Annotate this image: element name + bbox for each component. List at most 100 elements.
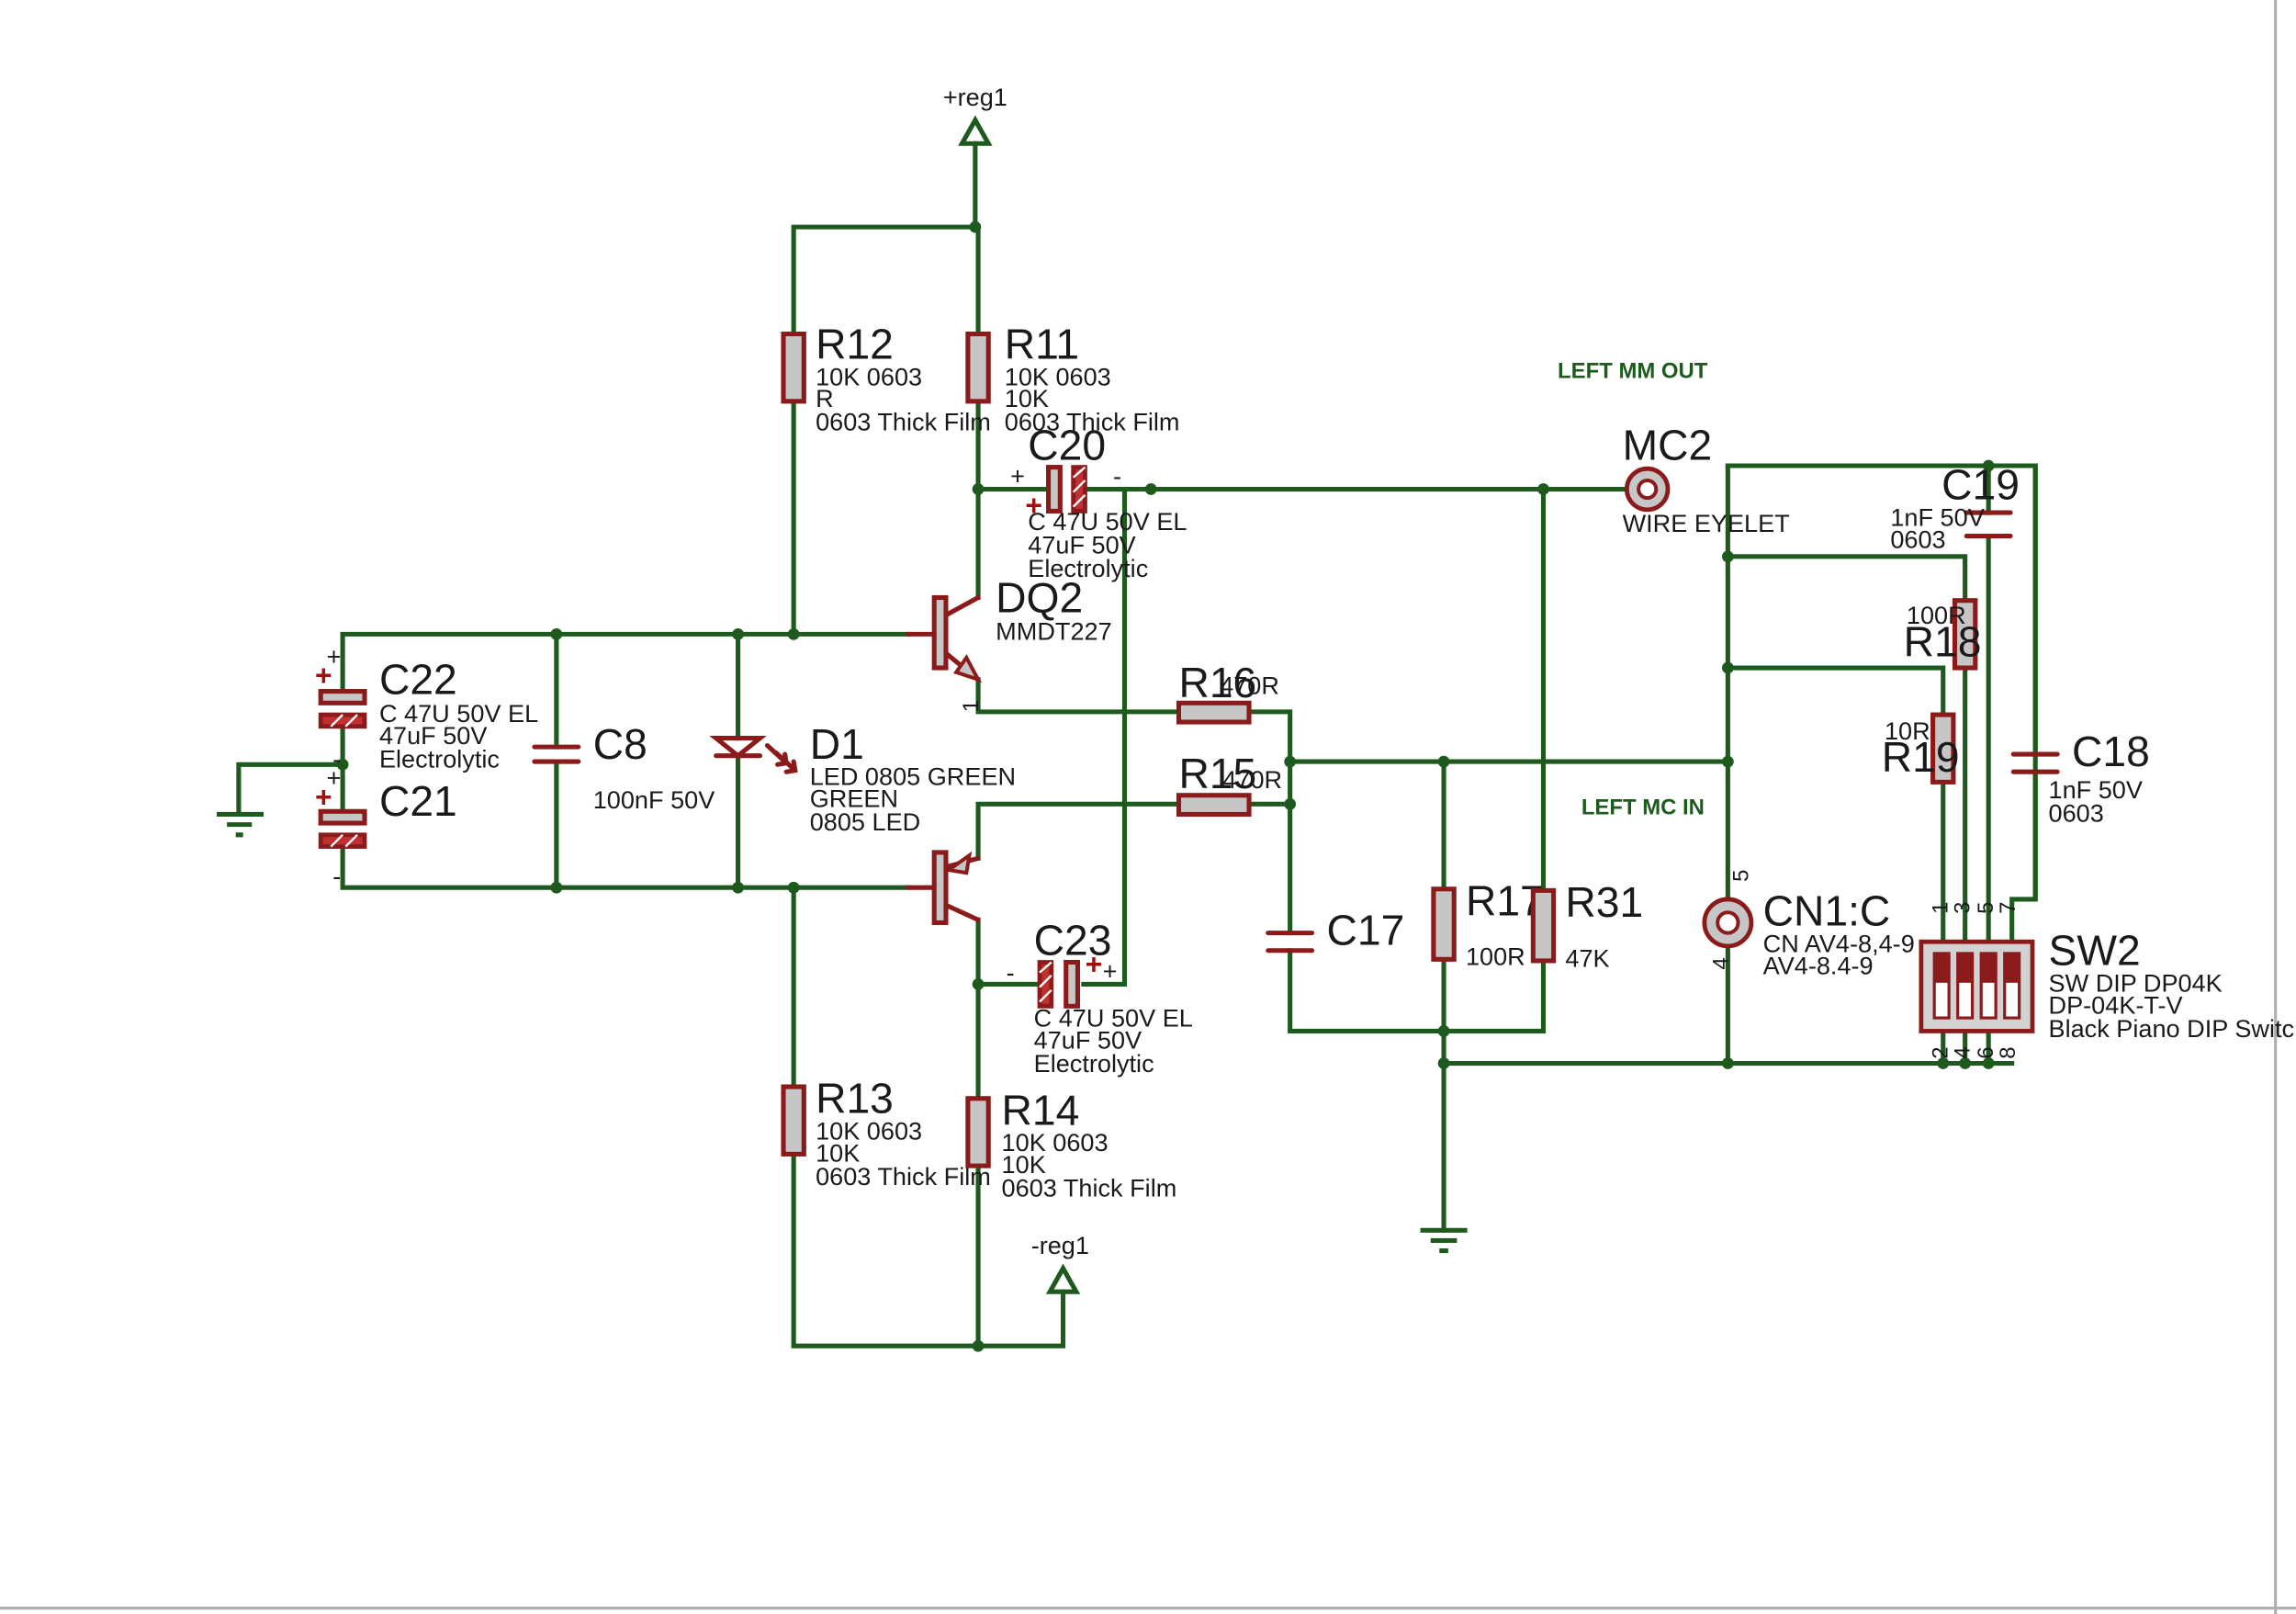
d1-l3: 0805 LED <box>810 807 921 836</box>
r15-value: 470R <box>1222 765 1282 794</box>
led-d1: D1 LED 0805 GREEN GREEN 0805 LED <box>709 720 1016 836</box>
c20-l3: Electrolytic <box>1028 554 1148 582</box>
c23-ref: C23 <box>1034 917 1112 965</box>
r13-ref: R13 <box>816 1075 894 1123</box>
capacitor-c8: C8 100nF 50V <box>532 720 715 814</box>
power-neg-symbol: -reg1 <box>1031 1231 1089 1294</box>
c22-ref: C22 <box>379 656 457 704</box>
c22-plus: + <box>327 642 342 671</box>
cn1-ref: CN1:C <box>1763 887 1891 935</box>
r13-l2: 10K <box>816 1138 860 1167</box>
dq2-pin-label: 1 <box>959 700 984 712</box>
c20-plus-mark: + <box>1025 489 1042 522</box>
capacitor-c22: + + - C22 C 47U 50V EL 47uF 50V Electrol… <box>315 642 538 773</box>
c19-ref: C19 <box>1941 461 2020 509</box>
c19-l2: 0603 <box>1890 525 1945 553</box>
resistor-r11: R11 10K 0603 10K 0603 Thick Film <box>965 321 1180 436</box>
c22-l3: Electrolytic <box>379 744 500 773</box>
r12-l3: 0603 Thick Film <box>816 408 991 436</box>
sw2-value: SW DIP DP04K <box>2049 968 2223 997</box>
c23-l3: Electrolytic <box>1034 1049 1154 1078</box>
c21-plus-mark: + <box>315 781 332 814</box>
cn1-value: CN AV4-8,4-9 <box>1763 929 1915 957</box>
sw2-pin-8: 8 <box>1996 1046 2020 1058</box>
ground-symbol-left <box>216 811 264 838</box>
resistor-r19: 10R R19 <box>1882 712 1960 784</box>
c22-plus-mark: + <box>315 659 332 692</box>
c8-value: 100nF 50V <box>593 785 715 814</box>
c8-ref: C8 <box>593 720 647 768</box>
mc2-ref: MC2 <box>1623 422 1713 469</box>
c23-l2: 47uF 50V <box>1034 1026 1142 1055</box>
c18-ref: C18 <box>2072 728 2150 775</box>
c23-plus: + <box>1103 957 1118 986</box>
r11-value: 10K 0603 <box>1005 362 1111 390</box>
r17-value: 100R <box>1466 942 1525 971</box>
sw2-l2: DP-04K-T-V <box>2049 990 2183 1019</box>
power-pos-symbol: +reg1 <box>943 83 1007 146</box>
connector-cn1: 5 4 CN1:C CN AV4-8,4-9 AV4-8.4-9 <box>1702 870 1915 979</box>
sw2-l3: Black Piano DIP Switch <box>2049 1014 2296 1043</box>
d1-ref: D1 <box>810 720 864 768</box>
resistor-r16: R16 470R <box>1176 659 1279 725</box>
sw2-pin-3: 3 <box>1950 902 1975 914</box>
c18-l2: 0603 <box>2049 798 2104 827</box>
capacitor-c17: C17 <box>1266 906 1404 954</box>
r15-ref: R15 <box>1178 750 1256 797</box>
cn1-l2: AV4-8.4-9 <box>1763 951 1874 979</box>
c21-minus: - <box>332 862 341 890</box>
capacitor-c19: C19 1nF 50V 0603 <box>1890 461 2020 554</box>
resistor-r12: R12 10K 0603 R 0603 Thick Film <box>781 321 991 436</box>
sw2-pin-2: 2 <box>1929 1046 1953 1058</box>
net-label-mm-out: LEFT MM OUT <box>1558 358 1708 383</box>
c23-minus: - <box>1007 958 1015 987</box>
r12-ref: R12 <box>816 321 894 368</box>
r14-value: 10K 0603 <box>1002 1128 1109 1157</box>
resistor-r15: R15 470R <box>1176 750 1282 818</box>
resistor-r13: R13 10K 0603 10K 0603 Thick Film <box>781 1075 991 1191</box>
c20-value: C 47U 50V EL <box>1028 507 1187 536</box>
pos-rail-label: +reg1 <box>943 83 1007 111</box>
r19-value: 10R <box>1885 717 1930 745</box>
r16-ref: R16 <box>1178 659 1256 706</box>
eyelet-mc2: MC2 WIRE EYELET <box>1623 422 1790 537</box>
c21-plus: + <box>327 763 342 792</box>
r11-l3: 0603 Thick Film <box>1005 408 1180 436</box>
c20-plus: + <box>1010 462 1025 491</box>
r16-value: 470R <box>1220 672 1279 700</box>
r18-value: 100R <box>1907 601 1966 629</box>
r14-ref: R14 <box>1002 1086 1080 1134</box>
capacitor-c21: + + - C21 <box>315 763 457 890</box>
r17-ref: R17 <box>1466 876 1544 924</box>
c18-value: 1nF 50V <box>2049 775 2143 804</box>
capacitor-c18: C18 1nF 50V 0603 <box>2010 728 2150 827</box>
resistor-r31: R31 47K <box>1530 878 1643 972</box>
transistor-dq2-lower <box>905 850 981 926</box>
c23-plus-mark: + <box>1086 947 1103 980</box>
r11-ref: R11 <box>1005 321 1079 368</box>
c23-value: C 47U 50V EL <box>1034 1004 1193 1033</box>
capacitor-c23: - + + C23 C 47U 50V EL 47uF 50V Electrol… <box>1007 917 1193 1078</box>
c22-value: C 47U 50V EL <box>379 699 538 728</box>
wires <box>236 141 2038 1349</box>
c20-l2: 47uF 50V <box>1028 531 1136 559</box>
c20-ref: C20 <box>1028 422 1106 469</box>
r13-value: 10K 0603 <box>816 1116 922 1145</box>
d1-l2: GREEN <box>810 784 898 813</box>
ground-symbol-center <box>1420 1227 1468 1254</box>
transistor-dq2-upper: DQ2 MMDT227 1 <box>905 573 1112 712</box>
neg-rail-label: -reg1 <box>1031 1231 1089 1259</box>
r31-value: 47K <box>1565 943 1609 972</box>
resistor-r14: R14 10K 0603 10K 0603 Thick Film <box>965 1086 1177 1202</box>
junctions <box>336 220 1995 1352</box>
sw2-pin-5: 5 <box>1974 902 1998 914</box>
sw2-pin-6: 6 <box>1974 1046 1998 1058</box>
sw2-pin-1: 1 <box>1929 902 1953 914</box>
r31-ref: R31 <box>1565 878 1643 926</box>
r14-l3: 0603 Thick Film <box>1002 1174 1177 1202</box>
r12-l2: R <box>816 384 834 412</box>
mc2-value: WIRE EYELET <box>1623 509 1790 537</box>
r11-l2: 10K <box>1005 384 1049 412</box>
r19-ref: R19 <box>1882 733 1960 781</box>
